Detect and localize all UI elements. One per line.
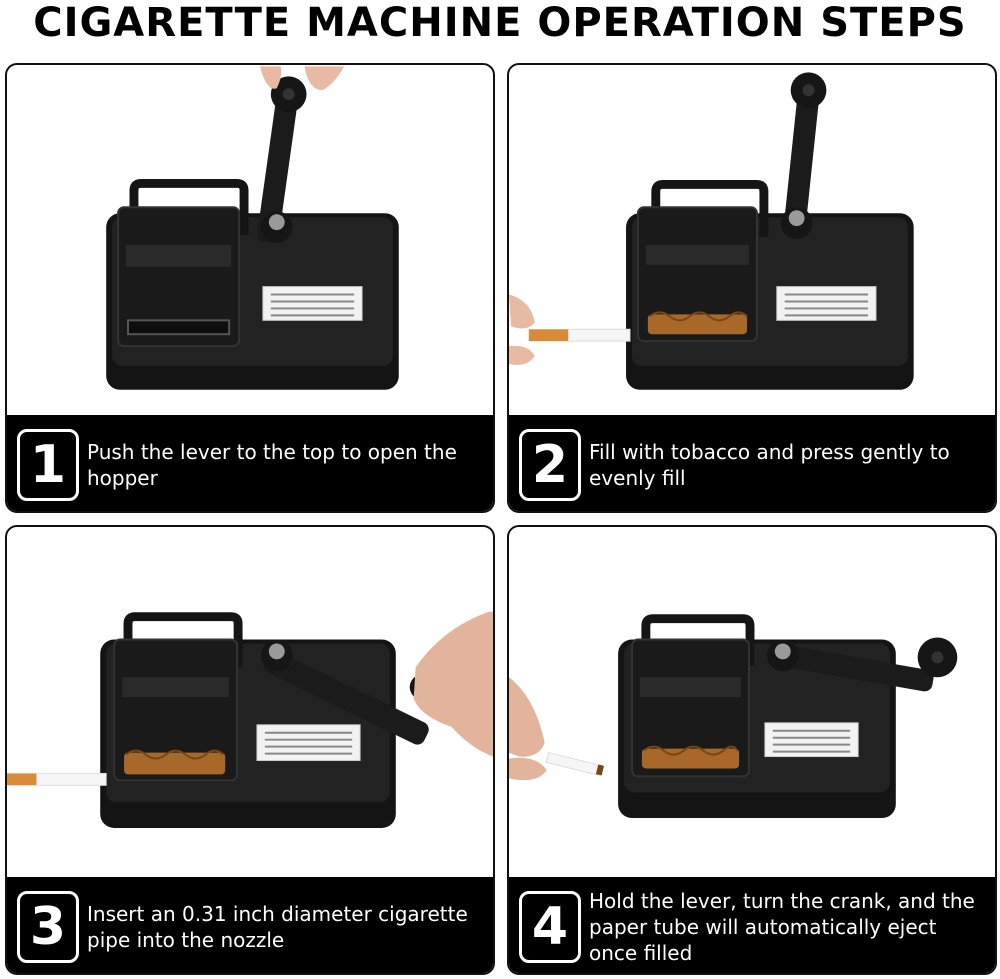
step-number-badge: 3 — [17, 891, 79, 963]
step-4-photo — [509, 527, 995, 877]
step-number-badge: 2 — [519, 429, 581, 501]
step-3-photo — [7, 527, 493, 877]
step-number-badge: 4 — [519, 891, 581, 963]
step-3-caption: 3 Insert an 0.31 inch diameter cigarette… — [7, 877, 493, 973]
step-1-photo — [7, 65, 493, 415]
step-2-photo — [509, 65, 995, 415]
page-title: CIGARETTE MACHINE OPERATION STEPS — [33, 0, 967, 46]
step-2-caption: 2 Fill with tobacco and press gently to … — [509, 415, 995, 511]
step-4-caption: 4 Hold the lever, turn the crank, and th… — [509, 877, 995, 973]
step-text: Push the lever to the top to open the ho… — [87, 440, 457, 490]
step-1-caption: 1 Push the lever to the top to open the … — [7, 415, 493, 511]
step-text: Insert an 0.31 inch diameter cigarette p… — [87, 902, 468, 952]
step-card-1: 1 Push the lever to the top to open the … — [5, 63, 495, 513]
step-card-4: 4 Hold the lever, turn the crank, and th… — [507, 525, 997, 975]
step-number-badge: 1 — [17, 429, 79, 501]
step-text: Fill with tobacco and press gently to ev… — [589, 440, 950, 490]
step-card-3: 3 Insert an 0.31 inch diameter cigarette… — [5, 525, 495, 975]
step-text: Hold the lever, turn the crank, and the … — [589, 889, 975, 965]
step-card-2: 2 Fill with tobacco and press gently to … — [507, 63, 997, 513]
